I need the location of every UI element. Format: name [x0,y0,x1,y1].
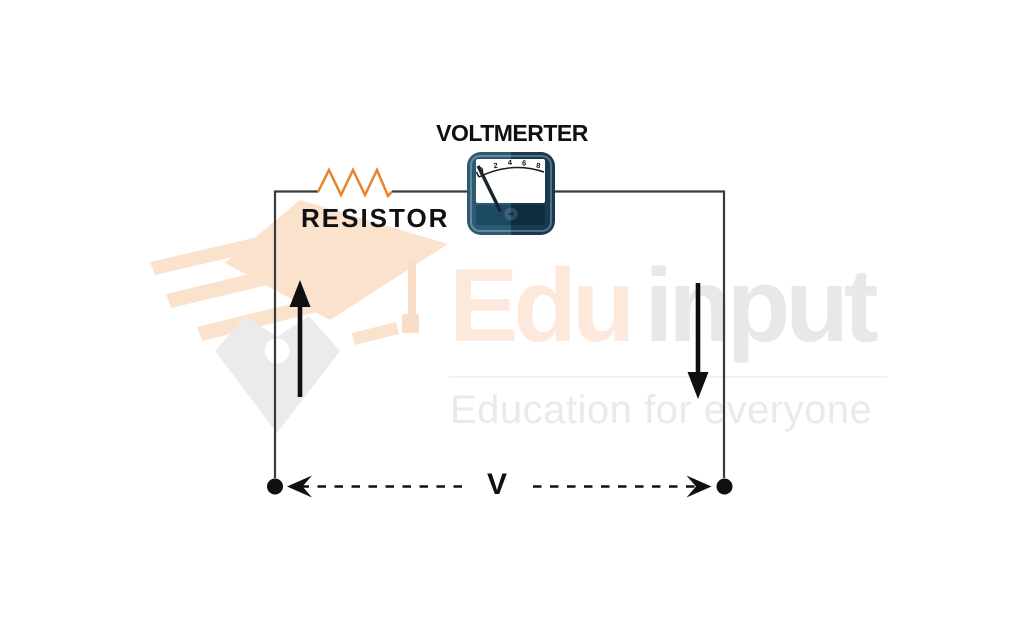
terminal-right [716,478,733,495]
current-arrow-down [687,283,709,399]
terminal-left [267,478,283,495]
resistor-symbol [316,166,393,199]
meter-zero-tick [475,171,480,178]
tassel-cord [408,260,416,316]
pen-nib-icon [215,316,340,433]
meter-tick-label: 8 [536,161,542,171]
voltage-label: V [486,468,507,501]
logo-stripe [150,237,263,275]
tassel-knob [402,314,419,333]
meter-tick-label: 6 [522,158,527,167]
meter-needle [476,165,502,213]
voltmeter-band [476,205,545,225]
resistor-label: RESISTOR [301,203,450,233]
circuit-wires [273,190,726,478]
voltmeter-dial: 0 2 4 6 8 [475,158,545,221]
graduation-cap-icon [225,200,448,320]
voltage-arrow-left [287,475,462,498]
logo-stripe [352,322,399,345]
watermark-divider [449,376,887,378]
voltmeter-label: VOLTMERTER [436,120,588,146]
brand-word-primary: Edu [449,248,635,364]
voltmeter-face [476,159,545,203]
meter-scale-labels: 0 2 4 6 8 [478,158,541,175]
voltmeter-frame [470,155,552,232]
watermark-tagline: Education for everyone [450,388,873,432]
pen-nib-hole [264,338,290,364]
meter-forward-icon [504,207,518,221]
brand-word-secondary: input [644,248,878,364]
voltmeter-device: 0 2 4 6 8 [467,152,555,235]
current-arrow-up [289,280,311,397]
voltage-arrow-right [533,475,712,498]
meter-scale-arc [478,166,545,178]
meter-tick-label: 2 [493,161,498,170]
meter-tick-label: 4 [508,158,513,167]
